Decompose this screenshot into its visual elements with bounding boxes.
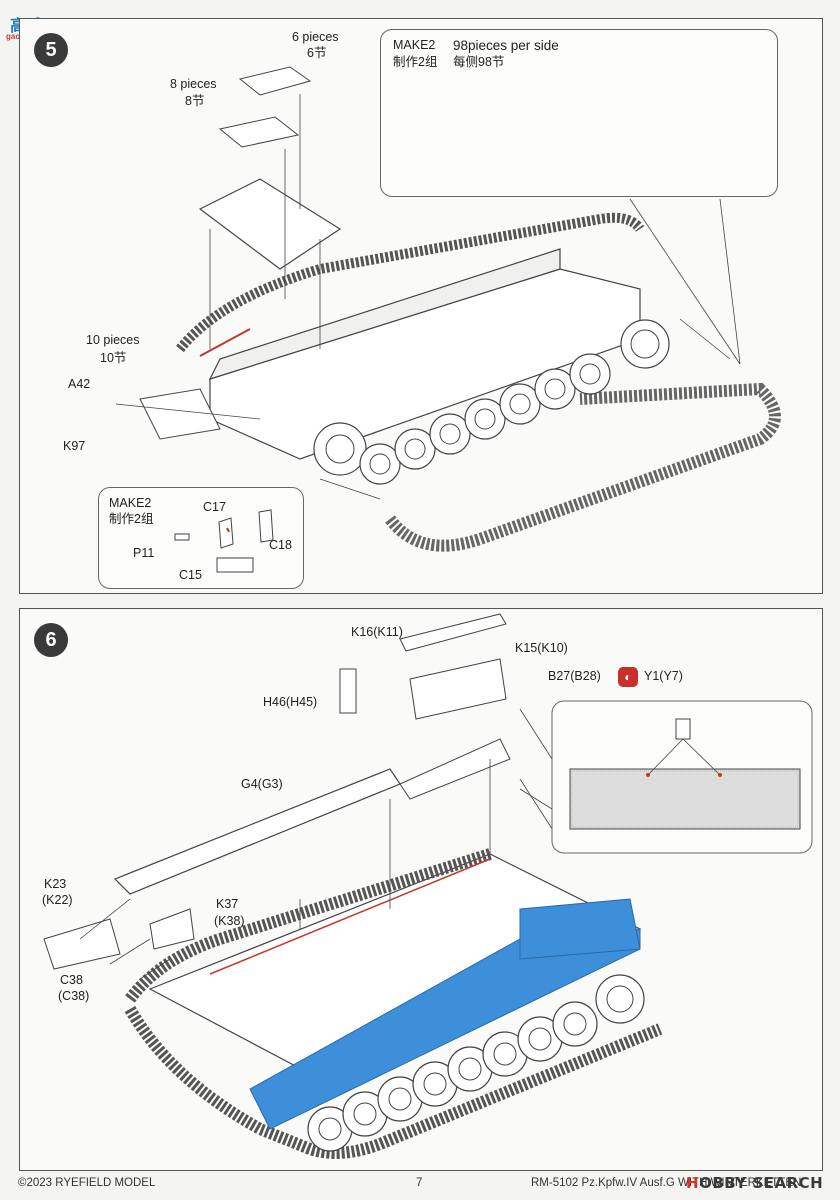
label-c18: C18 <box>269 538 292 552</box>
step-number-6: 6 <box>34 623 68 657</box>
label-k37: K37 <box>216 897 239 911</box>
label-10-pieces: 10 pieces <box>86 333 140 347</box>
label-6-pieces-cn: 6节 <box>307 46 327 60</box>
label-c15: C15 <box>179 568 202 582</box>
label-k23: K23 <box>44 877 67 891</box>
label-c17: C17 <box>203 500 226 514</box>
label-c38-alt: (C38) <box>58 989 90 1003</box>
brand-logo-text: OBBY SEARCH <box>699 1174 824 1192</box>
label-a42: A42 <box>68 377 91 391</box>
step-6-illustration <box>43 613 813 1159</box>
make2-suspension-inset: MAKE2 制作2组 C17 C18 P11 C15 <box>98 487 304 589</box>
label-y1: Y1(Y7) <box>644 669 683 683</box>
subinset-parts-drawing <box>174 509 274 573</box>
label-k97: K97 <box>63 439 86 453</box>
inset-make-label: MAKE2 <box>393 38 436 52</box>
label-p11: P11 <box>133 546 155 560</box>
footer-product: RM-5102 Pz.Kpfw.IV Ausf.G WITH WINTERKET… <box>531 1177 802 1189</box>
paint-warning-icon: ◐ <box>618 667 638 687</box>
inset-pieces-label-cn: 每侧98节 <box>453 55 505 69</box>
label-k38: (K38) <box>214 914 245 928</box>
label-6-pieces: 6 pieces <box>292 30 339 44</box>
brand-logo: HOBBY SEARCH <box>686 1174 823 1192</box>
step-6-panel: 6 <box>19 608 823 1171</box>
label-g4: G4(G3) <box>241 777 283 791</box>
footer-copyright: ©2023 RYEFIELD MODEL <box>18 1177 156 1189</box>
brand-logo-h: H <box>686 1174 700 1192</box>
label-k22: (K22) <box>42 893 73 907</box>
label-h46: H46(H45) <box>263 695 318 709</box>
subinset-make-label: MAKE2 <box>109 496 152 510</box>
inset-pieces-label: 98pieces per side <box>453 38 559 53</box>
make2-track-inset: MAKE2 制作2组 98pieces per side 每侧98节 <box>380 29 778 197</box>
inset-make-label-cn: 制作2组 <box>393 55 438 69</box>
step-5-panel: 5 <box>19 18 823 594</box>
label-k16: K16(K11) <box>351 625 403 639</box>
label-c38: C38 <box>60 973 83 987</box>
label-8-pieces-cn: 8节 <box>185 94 205 108</box>
label-10-pieces-cn: 10节 <box>100 351 127 365</box>
label-8-pieces: 8 pieces <box>170 77 217 91</box>
footer-page-number: 7 <box>416 1177 423 1189</box>
subinset-make-label-cn: 制作2组 <box>109 512 154 526</box>
label-k15: K15(K10) <box>515 641 568 655</box>
label-b27: B27(B28) <box>548 669 601 683</box>
step-number-5: 5 <box>34 33 68 67</box>
